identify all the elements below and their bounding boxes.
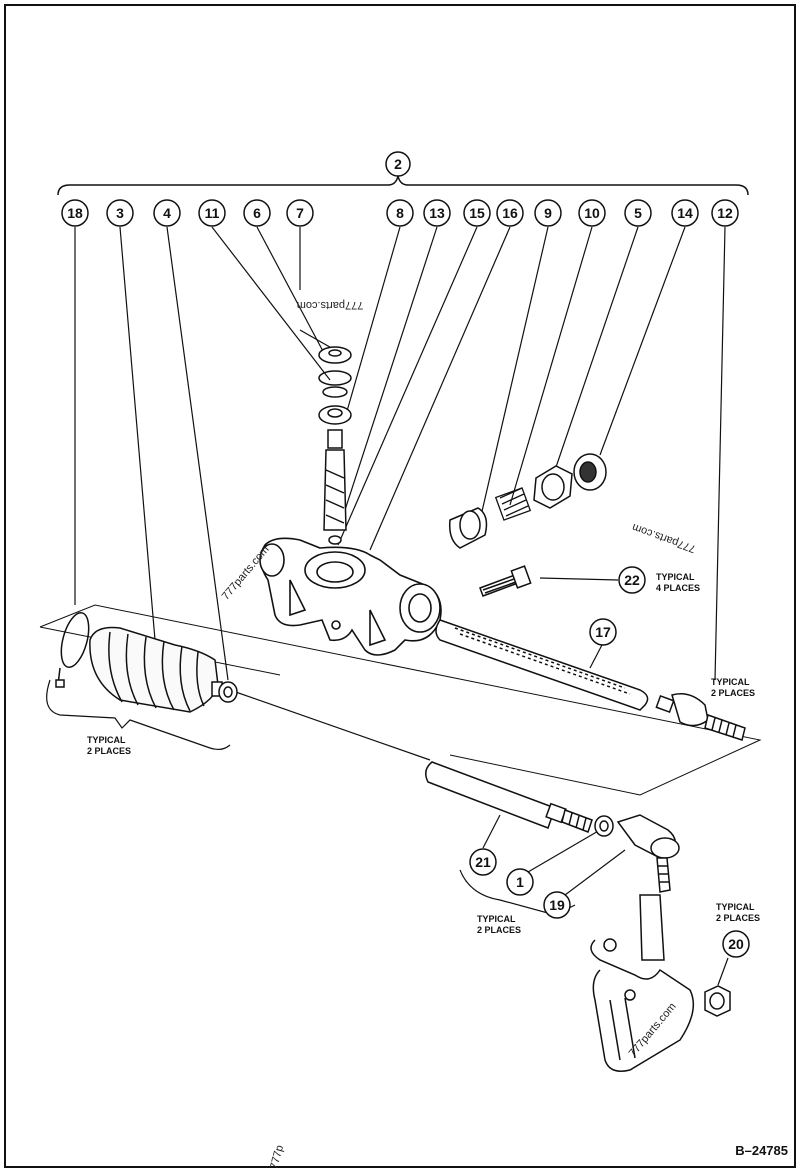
diagram-border: [4, 4, 796, 1168]
adjuster-plug: [573, 453, 607, 491]
watermark-top: 777parts.com: [297, 299, 364, 311]
callout-22: 22: [618, 566, 646, 594]
note-places-count: 2 PLACES: [716, 913, 760, 923]
callout-10: 10: [578, 199, 606, 227]
callout-22-label: 22: [624, 572, 640, 588]
callout-21-label: 21: [475, 854, 491, 870]
callout-10-label: 10: [584, 205, 600, 221]
note-places-count: 4 PLACES: [656, 583, 700, 593]
callout-14-label: 14: [677, 205, 693, 221]
note-typical-2-places-rack: TYPICAL 2 PLACES: [711, 677, 755, 698]
note-typical-word: TYPICAL: [656, 572, 695, 582]
callout-7-label: 7: [296, 205, 304, 221]
callout-3-label: 3: [116, 205, 124, 221]
callout-1: 1: [506, 868, 534, 896]
callout-18-label: 18: [67, 205, 83, 221]
steering-knuckle: [590, 894, 695, 1072]
callout-19: 19: [543, 891, 571, 919]
callout-16: 16: [496, 199, 524, 227]
callout-12: 12: [711, 199, 739, 227]
callout-9: 9: [534, 199, 562, 227]
callout-21: 21: [469, 848, 497, 876]
callout-17-label: 17: [595, 624, 611, 640]
rack-yoke: [448, 507, 488, 549]
callout-20: 20: [722, 930, 750, 958]
figure-id: B–24785: [735, 1143, 788, 1158]
callout-8-label: 8: [396, 205, 404, 221]
pinion-washers: [318, 346, 352, 425]
cable-tie: [55, 612, 90, 688]
callout-3: 3: [106, 199, 134, 227]
callout-19-label: 19: [549, 897, 565, 913]
note-typical-2-places-nut: TYPICAL 2 PLACES: [716, 902, 760, 923]
callout-5: 5: [624, 199, 652, 227]
callout-20-label: 20: [728, 936, 744, 952]
jam-nut: [594, 815, 614, 837]
note-typical-2-places-boot: TYPICAL 2 PLACES: [87, 735, 131, 756]
note-typical-4-places: TYPICAL 4 PLACES: [656, 572, 700, 593]
group-bracket: [57, 175, 749, 196]
callout-17: 17: [589, 618, 617, 646]
note-typical-word: TYPICAL: [477, 914, 516, 924]
note-typical-word: TYPICAL: [716, 902, 755, 912]
callout-1-label: 1: [516, 874, 524, 890]
callout-12-label: 12: [717, 205, 733, 221]
leader-lines: [74, 226, 729, 986]
note-typical-2-places-tierod: TYPICAL 2 PLACES: [477, 914, 521, 935]
callout-13: 13: [423, 199, 451, 227]
callout-4: 4: [153, 199, 181, 227]
lock-nut: [704, 985, 731, 1017]
pinion-gear-shaft: [323, 429, 347, 545]
yoke-spring: [494, 487, 532, 521]
callout-6-label: 6: [253, 205, 261, 221]
typical-bracket-lower: [459, 869, 576, 916]
mounting-bolt: [479, 565, 532, 597]
jam-nut-small: [218, 681, 238, 703]
callout-11: 11: [198, 199, 226, 227]
watermark-right: 777parts.com: [631, 521, 698, 555]
note-places-count: 2 PLACES: [711, 688, 755, 698]
callout-15: 15: [463, 199, 491, 227]
callout-14: 14: [671, 199, 699, 227]
callout-5-label: 5: [634, 205, 642, 221]
callout-18: 18: [61, 199, 89, 227]
callout-4-label: 4: [163, 205, 171, 221]
callout-2: 2: [385, 151, 411, 177]
callout-2-label: 2: [394, 156, 402, 172]
tie-rod: [425, 761, 593, 833]
note-places-count: 2 PLACES: [477, 925, 521, 935]
adjuster-lock-nut: [533, 465, 573, 509]
callout-15-label: 15: [469, 205, 485, 221]
inner-tie-rod-end: [655, 693, 746, 741]
typical-bracket-left: [46, 679, 231, 751]
rack-housing: [259, 537, 442, 656]
callout-11-label: 11: [205, 205, 220, 221]
note-places-count: 2 PLACES: [87, 746, 131, 756]
callout-7: 7: [286, 199, 314, 227]
note-typical-word: TYPICAL: [711, 677, 750, 687]
gear-rack: [435, 619, 649, 711]
callout-16-label: 16: [502, 205, 518, 221]
callout-8: 8: [386, 199, 414, 227]
outer-tie-rod-end: [616, 814, 680, 893]
callout-6: 6: [243, 199, 271, 227]
rubber-boot: [89, 626, 223, 713]
callout-13-label: 13: [429, 205, 445, 221]
callout-9-label: 9: [544, 205, 552, 221]
note-typical-word: TYPICAL: [87, 735, 126, 745]
